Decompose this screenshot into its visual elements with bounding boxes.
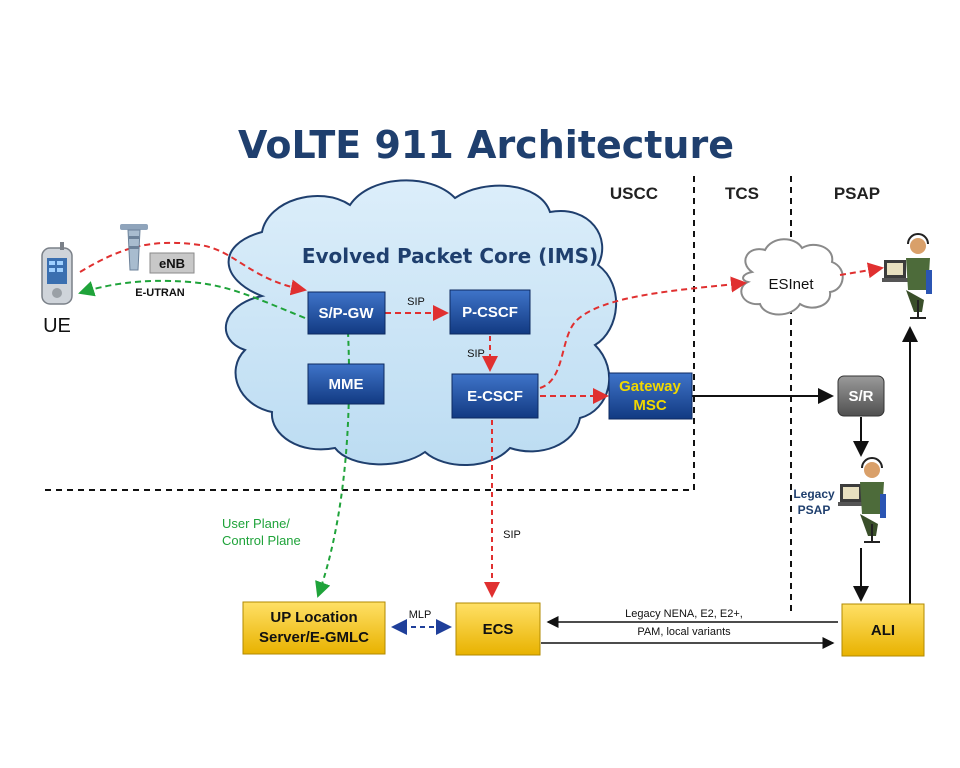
operator-icon: [838, 457, 886, 543]
node-sr-label: S/R: [848, 388, 873, 405]
sip-label-ecscf-ecs: SIP: [503, 529, 521, 541]
antenna-icon: [120, 224, 148, 271]
enb-label: eNB: [159, 256, 185, 271]
link-ue-spgw-red: [79, 241, 307, 296]
sip-label-pcscf-ecscf: SIP: [467, 348, 485, 360]
node-mme-label: MME: [329, 376, 364, 393]
legacy-psap-label-1: Legacy: [793, 487, 835, 501]
link-esinet-psap: [839, 262, 884, 279]
node-ecscf[interactable]: E-CSCF: [451, 373, 539, 419]
phone-icon: [41, 242, 73, 305]
region-label-tcs: TCS: [725, 184, 759, 203]
node-gateway-msc-label-1: Gateway: [619, 378, 681, 395]
node-pcscf-label: P-CSCF: [462, 304, 518, 321]
node-ecscf-label: E-CSCF: [467, 388, 523, 405]
sip-label-spgw-pcscf: SIP: [407, 296, 425, 308]
node-ecs[interactable]: ECS: [455, 602, 541, 656]
enb-box: [149, 252, 195, 274]
node-up-location-label-2: Server/E-GMLC: [259, 629, 369, 646]
region-label-psap: PSAP: [834, 184, 880, 203]
operator-icon: [882, 233, 932, 319]
node-up-location[interactable]: UP Location Server/E-GMLC: [242, 601, 386, 655]
legacy-nena-label-1: Legacy NENA, E2, E2+,: [625, 608, 743, 620]
node-ecs-label: ECS: [483, 621, 514, 638]
node-ali-label: ALI: [871, 622, 895, 639]
node-gateway-msc[interactable]: Gateway MSC: [608, 372, 693, 420]
eutran-label: E-UTRAN: [135, 287, 185, 299]
page-title: VoLTE 911 Architecture: [238, 123, 734, 167]
node-gateway-msc-label-2: MSC: [633, 397, 667, 414]
mlp-label: MLP: [409, 609, 432, 621]
epc-cloud: [224, 179, 618, 467]
user-plane-label-1: User Plane/: [222, 516, 290, 531]
node-mme[interactable]: MME: [307, 363, 385, 405]
node-spgw[interactable]: S/P-GW: [307, 291, 386, 335]
node-sr[interactable]: S/R: [837, 375, 885, 417]
node-ali[interactable]: ALI: [841, 603, 925, 657]
node-pcscf[interactable]: P-CSCF: [449, 289, 531, 335]
node-spgw-label: S/P-GW: [319, 305, 375, 322]
link-ecscf-esinet: [539, 276, 747, 389]
esinet-label: ESInet: [768, 276, 814, 293]
link-spgw-uplocation: [315, 331, 351, 598]
ue-label: UE: [43, 315, 71, 337]
legacy-nena-label-2: PAM, local variants: [637, 626, 731, 638]
node-up-location-label-1: UP Location: [270, 609, 357, 626]
link-spgw-ue-green: [78, 279, 306, 319]
region-label-uscc: USCC: [610, 184, 658, 203]
epc-cloud-title: Evolved Packet Core (IMS): [302, 244, 598, 268]
user-plane-label-2: Control Plane: [222, 533, 301, 548]
legacy-psap-label-2: PSAP: [798, 503, 831, 517]
